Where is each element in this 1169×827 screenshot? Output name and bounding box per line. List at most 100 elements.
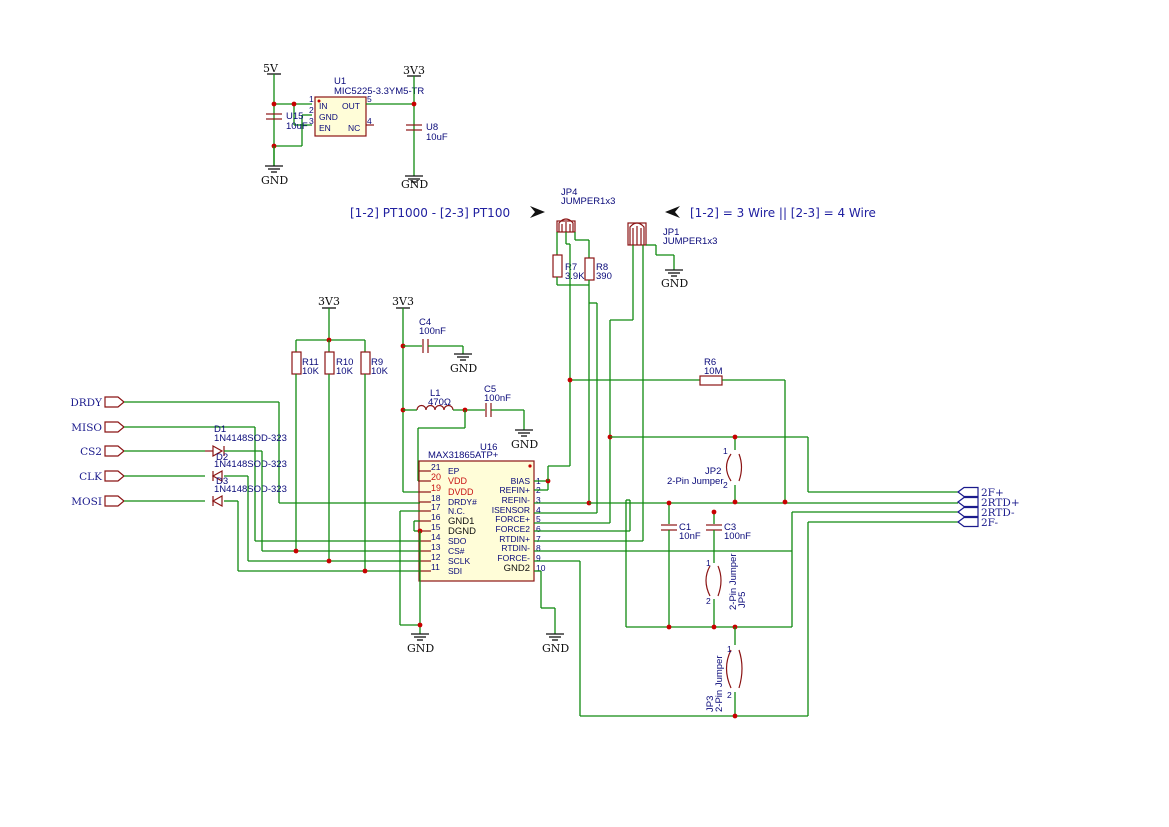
u16-pinnum-21: 21 <box>431 462 441 472</box>
u16-pin-cs: CS# <box>448 546 465 556</box>
capacitor-u15: U15 10uF <box>266 111 308 132</box>
d3-ref: D3 <box>216 476 228 487</box>
jp5-value: 2-Pin Jumper <box>728 554 739 611</box>
u16-pin-drdy: DRDY# <box>448 497 477 507</box>
u16-pinnum-6: 6 <box>536 524 541 534</box>
port-clk: CLK <box>79 470 125 483</box>
c5-ref: C5 <box>484 384 496 395</box>
power-3v3-reg: 3V3 <box>403 64 425 176</box>
jumper-jp5: 1 2 JP5 2-Pin Jumper <box>705 554 748 611</box>
u1-pin-out: OUT <box>342 101 360 111</box>
gnd-symbol-reg-left: GND <box>261 146 288 187</box>
port-miso: MISO <box>71 421 125 434</box>
u16-pin-sdi: SDI <box>448 566 462 576</box>
jp4-value: JUMPER1x3 <box>561 196 615 207</box>
jp1-ref: JP1 <box>663 227 679 238</box>
u16-pin-bias: BIAS <box>511 476 531 486</box>
u16-pinnum-8: 8 <box>536 543 541 553</box>
resistor-r7: R7 3.9K <box>552 254 585 282</box>
u16-pinnum-17: 17 <box>431 502 441 512</box>
jumper-jp3: 1 2 JP3 2-Pin Jumper <box>705 644 743 712</box>
u8-ref: U8 <box>426 122 438 133</box>
u16-pin-dgnd: DGND <box>448 526 476 537</box>
u16-pinnum-18: 18 <box>431 493 441 503</box>
u1-pinnum-1: 1 <box>309 94 314 104</box>
port-cs2: CS2 <box>80 445 125 458</box>
capacitor-u8: U8 10uF <box>406 122 448 143</box>
jp4-note: [1-2] PT1000 - [2-3] PT100 <box>350 206 510 220</box>
u1-pinnum-3: 3 <box>309 116 314 126</box>
power-3v3-max: 3V3 <box>392 295 414 309</box>
power-3v3-max-label: 3V3 <box>392 295 414 308</box>
inductor-l1: L1 470Ω <box>416 388 454 411</box>
resistor-r9: R9 10K <box>360 351 389 377</box>
u1-pinnum-2: 2 <box>309 105 314 115</box>
c3-value: 100nF <box>724 531 751 542</box>
power-3v3-reg-label: 3V3 <box>403 64 425 77</box>
u16-pinnum-15: 15 <box>431 522 441 532</box>
jumper-jp1: JP1 JUMPER1x3 <box>627 222 717 247</box>
r9-value: 10K <box>371 366 389 377</box>
u16-pinnum-20: 20 <box>431 472 441 482</box>
jumper-notes: [1-2] PT1000 - [2-3] PT100 [1-2] = 3 Wir… <box>350 206 876 220</box>
gnd-symbol-reg-right: GND <box>401 175 428 191</box>
u1-pinnum-4: 4 <box>367 116 372 126</box>
u16-pinnum-16: 16 <box>431 512 441 522</box>
u16-pinnum-19: 19 <box>431 483 441 493</box>
d1-ref: D1 <box>214 424 226 435</box>
jp1-note: [1-2] = 3 Wire || [2-3] = 4 Wire <box>690 206 876 220</box>
jp3-pin2: 2 <box>727 690 732 700</box>
d2-value: 1N4148SOD-323 <box>214 459 287 470</box>
u16-pinnum-7: 7 <box>536 534 541 544</box>
c5-value: 100nF <box>484 393 511 404</box>
capacitor-c1: C1 10nF <box>661 522 701 542</box>
u1-ref: U1 <box>334 76 346 87</box>
u16-pin-force2: FORCE2 <box>496 524 531 534</box>
u1-pin-nc: NC <box>348 123 360 133</box>
u16-pin-refin: REFIN- <box>502 495 531 505</box>
gnd-label-reg-left: GND <box>261 174 288 187</box>
capacitor-c3: C3 100nF <box>706 522 751 542</box>
r10-value: 10K <box>336 366 354 377</box>
l1-ref: L1 <box>430 388 441 399</box>
gnd-label-max-left: GND <box>407 642 434 655</box>
u16-pin-dvdd: DVDD <box>448 487 474 497</box>
port-mosi: MOSI <box>71 495 125 508</box>
u1-pin-en: EN <box>319 123 331 133</box>
jp1-value: JUMPER1x3 <box>663 236 717 247</box>
jp5-pin1: 1 <box>706 558 711 568</box>
c4-ref: C4 <box>419 317 431 328</box>
u1-pin-gnd: GND <box>319 112 338 122</box>
resistor-r10: R10 10K <box>324 351 354 377</box>
u16-ref: U16 <box>480 442 497 453</box>
resistor-r8: R8 390 <box>584 257 612 282</box>
c4-value: 100nF <box>419 326 446 337</box>
u16-pinnum-11: 11 <box>431 562 440 572</box>
resistor-r6: R6 10M <box>699 357 723 386</box>
r9-ref: R9 <box>371 357 383 368</box>
jumper-jp4: JP4 JUMPER1x3 <box>556 187 615 233</box>
r6-ref: R6 <box>704 357 716 368</box>
r7-value: 3.9K <box>565 271 585 282</box>
jp2-pin2: 2 <box>723 480 728 490</box>
jp5-ref: JP5 <box>737 592 748 608</box>
gnd-symbol-max-left: GND <box>407 633 434 655</box>
power-5v-label: 5V <box>263 62 279 75</box>
c1-value: 10nF <box>679 531 701 542</box>
u1-value: MIC5225-3.3YM5-TR <box>334 86 424 97</box>
u8-value: 10uF <box>426 132 448 143</box>
gnd-label-max-right: GND <box>542 642 569 655</box>
gnd-label-c5: GND <box>511 438 538 451</box>
port-label-2f: 2F- <box>981 517 998 529</box>
jp2-ref: JP2 <box>705 466 721 477</box>
diode-d3: D3 1N4148SOD-323 <box>211 476 287 508</box>
port-label-drdy: DRDY <box>70 397 103 409</box>
u16-pin-nc: N.C. <box>448 506 465 516</box>
d3-value: 1N4148SOD-323 <box>214 484 287 495</box>
gnd-symbol-jp1: GND <box>661 269 688 290</box>
l1-value: 470Ω <box>428 397 451 408</box>
diode-d2: D2 1N4148SOD-323 <box>211 452 287 483</box>
u16-pinnum-10: 10 <box>536 563 546 573</box>
